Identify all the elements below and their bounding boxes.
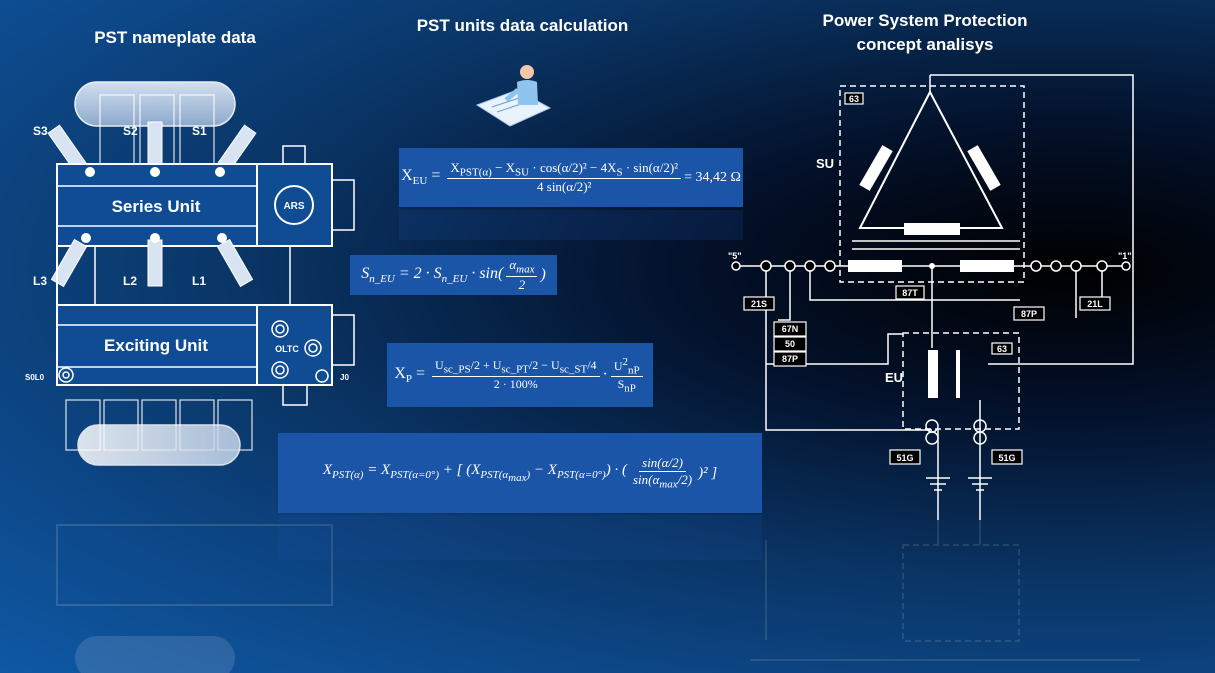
oltc-label: OLTC <box>275 344 299 354</box>
relay-63-eu: 63 <box>997 344 1007 354</box>
relay-21s: 21S <box>751 299 767 309</box>
xp-denominator: 2 · 100% <box>493 376 538 391</box>
middle-title: PST units data calculation <box>416 16 629 35</box>
eu-dashed-box <box>902 332 1020 430</box>
l2-label: L2 <box>123 274 137 288</box>
top-conservator <box>74 81 236 127</box>
relay-87p: 87P <box>782 354 798 364</box>
l3-label: L3 <box>33 274 47 288</box>
bottom-conservator <box>77 424 241 466</box>
terminal-1-label: "1" <box>1118 251 1132 261</box>
bushing-l1 <box>216 238 254 288</box>
engineer-desk-icon <box>475 65 552 127</box>
eu-label: EU <box>885 370 903 385</box>
s1-label: S1 <box>192 124 207 138</box>
protection-scheme: 63 87T 87P 21S 21L 67N 50 87P 63 51G 51G… <box>728 74 1140 661</box>
formula-xp: XP = Usc_PS/2 + Usc_PT/2 − Usc_ST/4 2 · … <box>387 343 653 407</box>
relay-51g-left: 51G <box>896 453 913 463</box>
relay-87t: 87T <box>902 288 918 298</box>
formula-xpst: XPST(α) = XPST(α=0°) + [ (XPST(αmax) − X… <box>278 433 762 513</box>
s2-label: S2 <box>123 124 138 138</box>
s3-label: S3 <box>33 124 48 138</box>
exciting-unit-label: Exciting Unit <box>104 336 208 355</box>
relay-50: 50 <box>785 339 795 349</box>
bushing-l2 <box>147 239 163 287</box>
relay-21l: 21L <box>1087 299 1103 309</box>
formula-reflection <box>399 210 743 240</box>
relay-87p-top: 87P <box>1021 309 1037 319</box>
left-title: PST nameplate data <box>94 28 256 47</box>
right-title-line2: concept analisys <box>856 35 994 54</box>
ars-device <box>274 185 314 225</box>
su-label: SU <box>816 156 834 171</box>
l1-label: L1 <box>192 274 206 288</box>
formula-xeu: XEU = XPST(α) − XSU · cos(α/2)² − 4XS · … <box>399 148 743 207</box>
relay-51g-right: 51G <box>998 453 1015 463</box>
xeu-result: = 34,42 Ω <box>684 169 741 185</box>
pst-transformer-drawing: Series Unit Exciting Unit ARS OLTC S3 S2… <box>25 81 355 673</box>
s0l0-label: S0L0 <box>25 373 45 382</box>
l0-label: J0 <box>340 373 349 382</box>
relay-67n: 67N <box>782 324 799 334</box>
bushing-s2 <box>147 121 163 169</box>
relay-63-su: 63 <box>849 94 859 104</box>
ars-label: ARS <box>283 201 304 212</box>
terminal-5-label: "5" <box>728 251 742 261</box>
series-unit-label: Series Unit <box>112 197 201 216</box>
formula-reflection-2 <box>278 515 762 560</box>
right-title-line1: Power System Protection <box>822 11 1028 30</box>
